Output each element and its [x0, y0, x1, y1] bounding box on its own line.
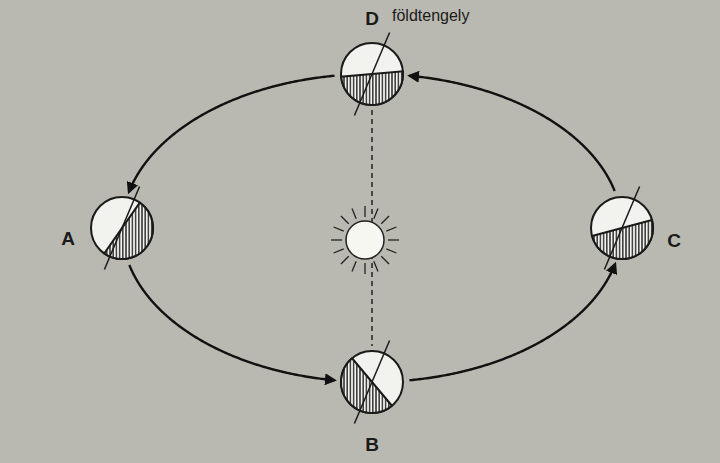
earth-globe: A: [90, 196, 154, 260]
sun-ray: [386, 227, 396, 231]
globe-drawing: [90, 196, 154, 260]
globe-drawing: [340, 350, 404, 414]
globe-drawing: [340, 42, 404, 106]
sun-ray: [364, 263, 365, 274]
axis-label: földtengely: [392, 8, 469, 24]
sun-ray: [331, 239, 342, 240]
sun-ray: [374, 261, 378, 271]
night-side: [341, 358, 392, 413]
earth-globe: C: [590, 196, 654, 260]
sun-ray: [334, 227, 344, 231]
sun-ray: [374, 209, 378, 219]
position-letter: D: [365, 9, 379, 28]
sun-ray: [388, 239, 399, 240]
earth-axis: [354, 33, 389, 116]
sun-ray: [381, 256, 389, 264]
globe-drawing: [590, 196, 654, 260]
sun-ray: [352, 209, 356, 219]
sun-ray: [334, 249, 344, 253]
orbit-arrow: [129, 76, 335, 192]
sun-ray: [341, 256, 349, 264]
sun-ray: [341, 216, 349, 224]
earth-axis: [354, 341, 389, 424]
position-letter: A: [61, 229, 75, 248]
position-letter: C: [667, 231, 681, 250]
orbit-arrow: [409, 264, 615, 380]
sun-symbol: [331, 206, 399, 274]
sun-ray: [386, 249, 396, 253]
sun-ray: [364, 206, 365, 217]
orbit-arrow: [409, 76, 614, 191]
orbit-arrow: [129, 265, 334, 380]
earth-globe: D: [340, 42, 404, 106]
earth-axis: [604, 187, 639, 270]
earth-globe: B: [340, 350, 404, 414]
earth-axis: [104, 187, 139, 270]
position-letter: B: [365, 435, 379, 454]
sun-disc: [346, 221, 384, 259]
night-side: [341, 71, 403, 105]
sun-ray: [381, 216, 389, 224]
sun-ray: [352, 261, 356, 271]
